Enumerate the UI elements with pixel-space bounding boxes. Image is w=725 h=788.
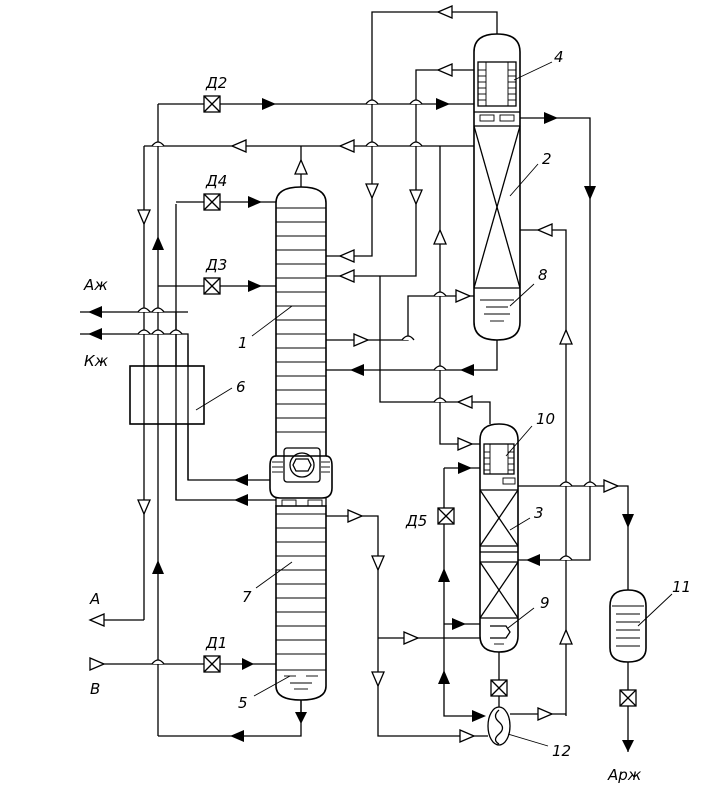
valve-col3-bottom <box>490 679 508 697</box>
valve-d3 <box>203 277 221 295</box>
valve-d4 <box>203 193 221 211</box>
unit-number-9: 9 <box>540 594 550 612</box>
unit-number-8: 8 <box>538 266 548 284</box>
unit-number-10: 10 <box>536 410 555 428</box>
label-a-liquid: Аж <box>83 276 108 294</box>
unit-number-4: 4 <box>554 48 564 66</box>
unit-number-5: 5 <box>238 694 248 712</box>
vessel-11 <box>609 589 647 663</box>
label-d2: Д2 <box>205 74 227 92</box>
flow-arrows <box>88 5 634 752</box>
leader-lines <box>195 61 673 747</box>
label-ar-liquid: Арж <box>607 766 642 784</box>
valve-d5 <box>437 507 455 525</box>
column-2-argon <box>473 33 521 341</box>
column-7-lower <box>275 505 327 701</box>
label-d5: Д5 <box>405 512 427 530</box>
stream-labels: Аж Кж А В Арж Д2 Д4 Д3 Д1 Д5 <box>83 74 642 784</box>
column-3-argon <box>479 423 519 653</box>
unit-number-11: 11 <box>672 578 691 596</box>
unit-numbers: 1 2 3 4 5 6 7 8 9 10 11 12 <box>236 48 691 760</box>
valve-d1 <box>203 655 221 673</box>
throttle-valves <box>203 95 637 707</box>
unit-number-12: 12 <box>552 742 571 760</box>
unit-number-2: 2 <box>542 150 552 168</box>
label-d4: Д4 <box>205 172 227 190</box>
label-k-liquid: Кж <box>84 352 109 370</box>
condenser-evaporator <box>269 447 333 507</box>
pipe-crossings <box>137 99 597 665</box>
pump-12 <box>487 706 511 746</box>
unit-number-7: 7 <box>242 588 252 606</box>
valve-vessel-11 <box>619 689 637 707</box>
label-d1: Д1 <box>205 634 227 652</box>
unit-number-1: 1 <box>238 334 248 352</box>
label-d3: Д3 <box>205 256 227 274</box>
label-a: А <box>89 590 100 608</box>
label-b: В <box>90 680 100 698</box>
unit-number-6: 6 <box>236 378 246 396</box>
unit-number-3: 3 <box>534 504 544 522</box>
heat-exchanger-6 <box>129 365 205 425</box>
valve-d2 <box>203 95 221 113</box>
column-1-upper <box>275 186 327 457</box>
